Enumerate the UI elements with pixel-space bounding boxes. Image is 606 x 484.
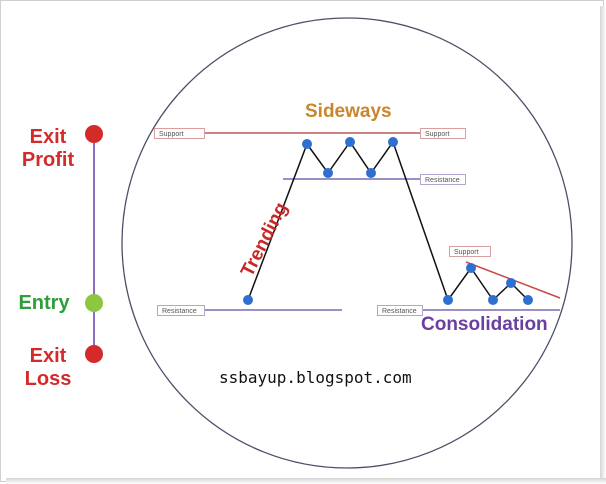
price-dot: [243, 295, 253, 305]
exit-loss-line2: Loss: [24, 368, 72, 390]
entry-label: Entry: [18, 292, 70, 314]
price-dot: [366, 168, 376, 178]
support-label-top-right: Support: [420, 128, 466, 139]
price-dot: [388, 137, 398, 147]
exit-loss-line1: Exit: [29, 345, 67, 367]
price-path: [247, 140, 529, 302]
exit-loss-dot: [85, 345, 103, 363]
frame-shadow-bottom: [6, 478, 606, 484]
resistance-label-bottom-right: Resistance: [377, 305, 423, 316]
price-dot: [345, 137, 355, 147]
exit-loss-label: Exit Loss: [8, 345, 88, 391]
resistance-label-left: Resistance: [157, 305, 205, 316]
exit-profit-dot: [85, 125, 103, 143]
price-dot: [466, 263, 476, 273]
exit-profit-label: Exit Profit: [8, 126, 88, 172]
price-dot: [302, 139, 312, 149]
blog-url: ssbayup.blogspot.com: [219, 368, 412, 387]
resistance-label-mid: Resistance: [420, 174, 466, 185]
price-dot: [323, 168, 333, 178]
exit-profit-line1: Exit: [29, 126, 67, 148]
outline-circle: [121, 17, 573, 469]
price-dot: [488, 295, 498, 305]
exit-profit-line2: Profit: [21, 149, 75, 171]
price-dot: [443, 295, 453, 305]
frame-shadow-right: [600, 6, 606, 484]
price-dot: [523, 295, 533, 305]
entry-dot: [85, 294, 103, 312]
support-label-top-left: Support: [154, 128, 205, 139]
sideways-label: Sideways: [305, 101, 392, 122]
consolidation-label: Consolidation: [421, 314, 548, 335]
price-dot: [506, 278, 516, 288]
support-label-consolidation: Support: [449, 246, 491, 257]
price-dots: [243, 137, 533, 305]
